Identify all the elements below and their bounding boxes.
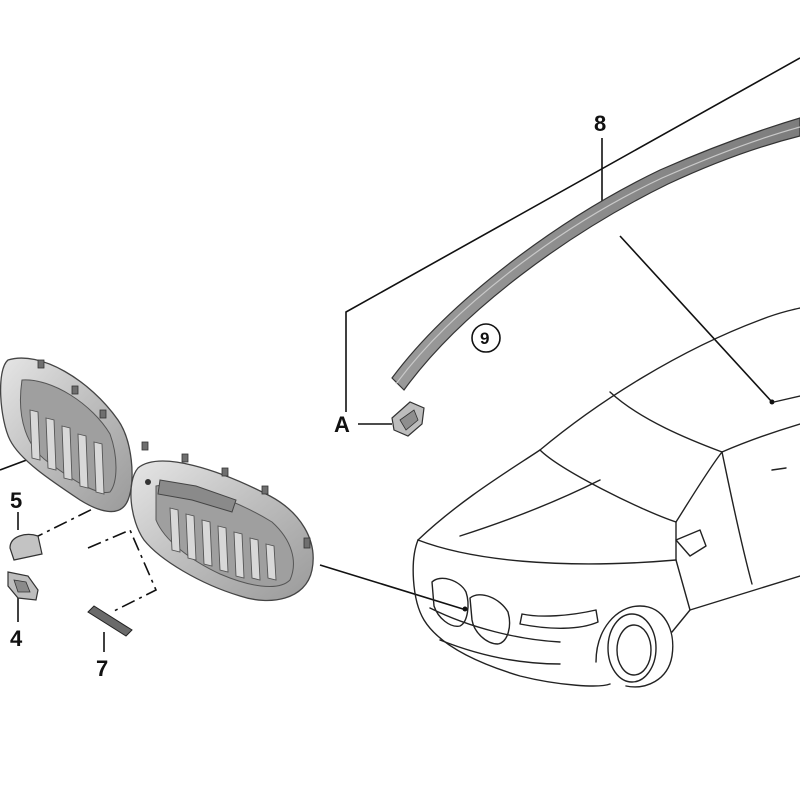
callout-7: 7 <box>96 656 108 681</box>
car-outline <box>412 307 800 688</box>
leader-lines <box>0 57 800 652</box>
callout-9-circle <box>471 323 501 353</box>
roof-trim-strip <box>391 117 800 405</box>
part-4-bracket <box>7 571 39 601</box>
clip-part <box>391 401 425 437</box>
callout-a: A <box>334 412 350 437</box>
callout-8: 8 <box>594 111 606 136</box>
part-7-strip <box>87 605 133 637</box>
callout-labels: 8 9 A 5 4 7 <box>10 111 606 681</box>
callout-4: 4 <box>10 626 23 651</box>
part-5-cover <box>9 533 43 561</box>
callout-9: 9 <box>480 329 489 348</box>
callout-5: 5 <box>10 488 22 513</box>
kidney-grille <box>0 357 314 602</box>
